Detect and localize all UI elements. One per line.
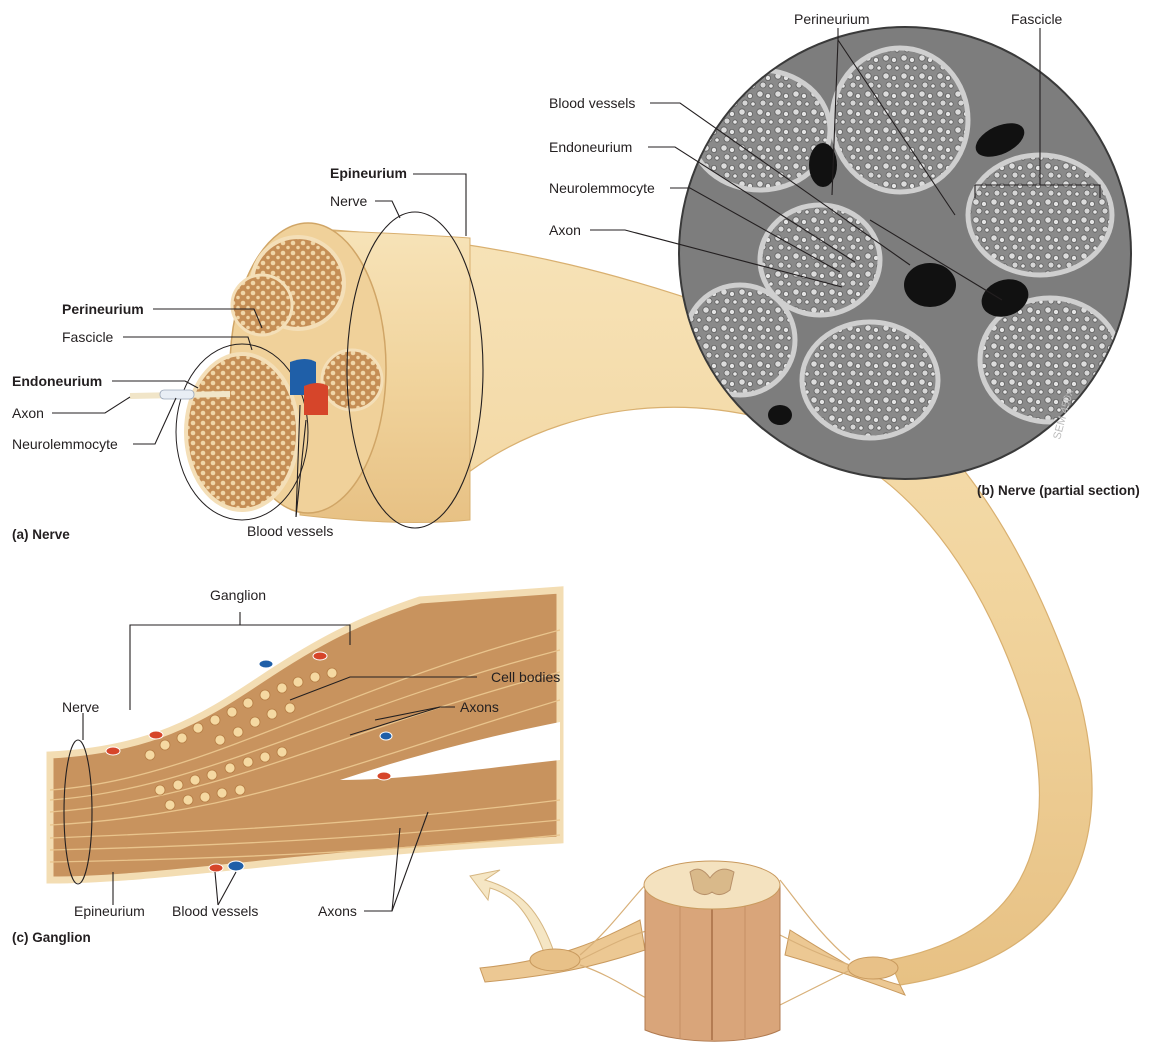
label-nerve-c: Nerve <box>62 699 100 715</box>
panel-label-c: (c) Ganglion <box>12 930 91 945</box>
panel-b-leaders <box>590 28 1101 301</box>
text-labels: Epineurium Nerve Perineurium Fascicle En… <box>12 11 1140 945</box>
fascicle-front <box>184 352 300 512</box>
fascicle-left <box>230 273 294 337</box>
label-epineurium-a: Epineurium <box>330 165 407 181</box>
panel-a-leaders <box>52 173 467 518</box>
label-perineurium-b: Perineurium <box>794 11 869 27</box>
label-fascicle-b: Fascicle <box>1011 11 1063 27</box>
spinal-cord <box>479 860 907 1042</box>
label-nerve-a: Nerve <box>330 193 368 209</box>
nerve-outline-c <box>63 739 93 885</box>
label-cell-bodies-c: Cell bodies <box>491 669 560 685</box>
ganglion-left <box>529 948 581 972</box>
label-ganglion-c: Ganglion <box>210 587 266 603</box>
label-axon-b: Axon <box>549 222 581 238</box>
panel-a-nerve <box>129 211 484 529</box>
label-blood-vessels-a: Blood vessels <box>247 523 333 539</box>
label-perineurium-a: Perineurium <box>62 301 144 317</box>
artery-a <box>304 383 328 415</box>
label-blood-vessels-c: Blood vessels <box>172 903 258 919</box>
panel-label-b: (b) Nerve (partial section) <box>977 483 1140 498</box>
panel-c-ganglion <box>46 586 564 885</box>
panel-c-leaders <box>82 612 477 912</box>
label-fascicle-a: Fascicle <box>62 329 114 345</box>
neurolemmocyte-sheath <box>159 389 195 400</box>
grey-matter <box>689 868 735 896</box>
panel-b-sem: SEM 450x <box>678 26 1132 480</box>
label-axon-a: Axon <box>12 405 44 421</box>
label-endoneurium-a: Endoneurium <box>12 373 102 389</box>
perineurium-ring <box>175 343 309 521</box>
branch-gap <box>340 722 560 780</box>
fascicle-right <box>320 348 384 412</box>
label-axons-upper-c: Axons <box>460 699 499 715</box>
label-neurolemmocyte-a: Neurolemmocyte <box>12 436 118 452</box>
epineurium-outline <box>346 211 484 529</box>
panel-label-a: (a) Nerve <box>12 527 70 542</box>
label-endoneurium-b: Endoneurium <box>549 139 632 155</box>
label-epineurium-c: Epineurium <box>74 903 145 919</box>
ganglion-body <box>46 586 564 884</box>
label-blood-vessels-b: Blood vessels <box>549 95 635 111</box>
label-neurolemmocyte-b: Neurolemmocyte <box>549 180 655 196</box>
ganglion-right <box>847 956 899 980</box>
cell-bodies-cluster <box>144 667 338 811</box>
label-axons-lower-c: Axons <box>318 903 357 919</box>
direction-arrow <box>469 869 556 956</box>
